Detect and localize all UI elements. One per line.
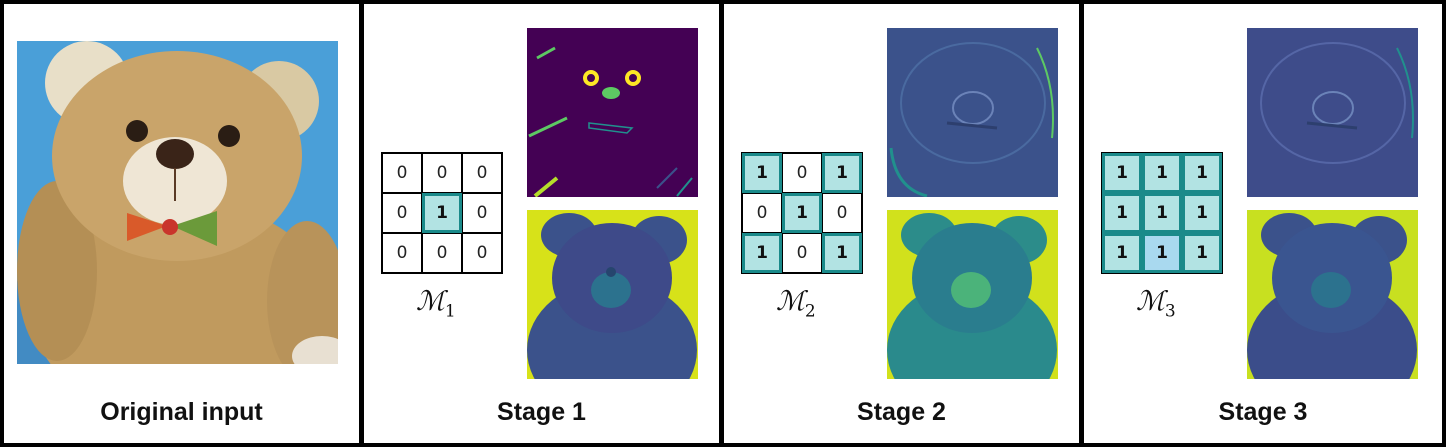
edge-feature-map [887,28,1058,197]
mask-cell: 1 [1116,203,1128,223]
mask-label: ℳ2 [776,286,816,322]
mask-grid-lines [741,152,863,274]
mask-label: ℳ1 [416,286,456,322]
panel-caption: Stage 2 [857,398,946,426]
dense-feature-map [887,210,1058,379]
mask-cell: 1 [1156,203,1168,223]
mask-cell: 1 [1196,203,1208,223]
mask-cell: 1 [1196,243,1208,263]
mask-cell: 0 [396,163,408,183]
mask-cell: 0 [756,203,768,223]
teddy-bear-photo [17,41,338,364]
mask-grid: 1 0 1 0 1 0 1 0 1 [741,152,863,274]
mask-cell: 0 [396,203,408,223]
mask-cell: 1 [1196,163,1208,183]
mask-cell: 1 [756,243,768,263]
edge-feature-map [1247,28,1418,197]
mask-cell: 0 [476,163,488,183]
mask-grid-lines [1101,152,1223,274]
mask-cell: 1 [836,243,848,263]
mask-cell: 1 [796,203,808,223]
mask-grid: 1 1 1 1 1 1 1 1 1 [1101,152,1223,274]
mask-cell: 0 [796,163,808,183]
mask-cell: 1 [1156,163,1168,183]
mask-cell: 0 [836,203,848,223]
original-input-panel: Original input [0,0,363,447]
mask-cell: 0 [436,163,448,183]
panel-caption: Stage 1 [497,398,586,426]
mask-cell: 1 [836,163,848,183]
mask-cell: 1 [436,203,448,223]
mask-cell: 0 [476,203,488,223]
dense-feature-map [527,210,698,379]
mask-grid: 0 0 0 0 1 0 0 0 0 [381,152,503,274]
mask-cell: 0 [396,243,408,263]
mask-cell: 1 [1116,163,1128,183]
mask-label: ℳ3 [1136,286,1176,322]
mask-cell: 0 [436,243,448,263]
stage-3-panel: 1 1 1 1 1 1 1 1 1 ℳ3 Stage 3 [1080,0,1446,447]
mask-cell: 0 [476,243,488,263]
stage-2-panel: 1 0 1 0 1 0 1 0 1 ℳ2 Stage 2 [720,0,1083,447]
mask-grid-lines [381,152,503,274]
mask-cell: 0 [796,243,808,263]
stage-1-panel: 0 0 0 0 1 0 0 0 0 ℳ1 Stage 1 [360,0,723,447]
panel-caption: Stage 3 [1218,398,1308,426]
panel-caption: Original input [100,398,263,426]
sparse-feature-map [527,28,698,197]
mask-cell: 1 [1156,243,1168,263]
dense-feature-map [1247,210,1418,379]
mask-cell: 1 [1116,243,1128,263]
mask-cell: 1 [756,163,768,183]
